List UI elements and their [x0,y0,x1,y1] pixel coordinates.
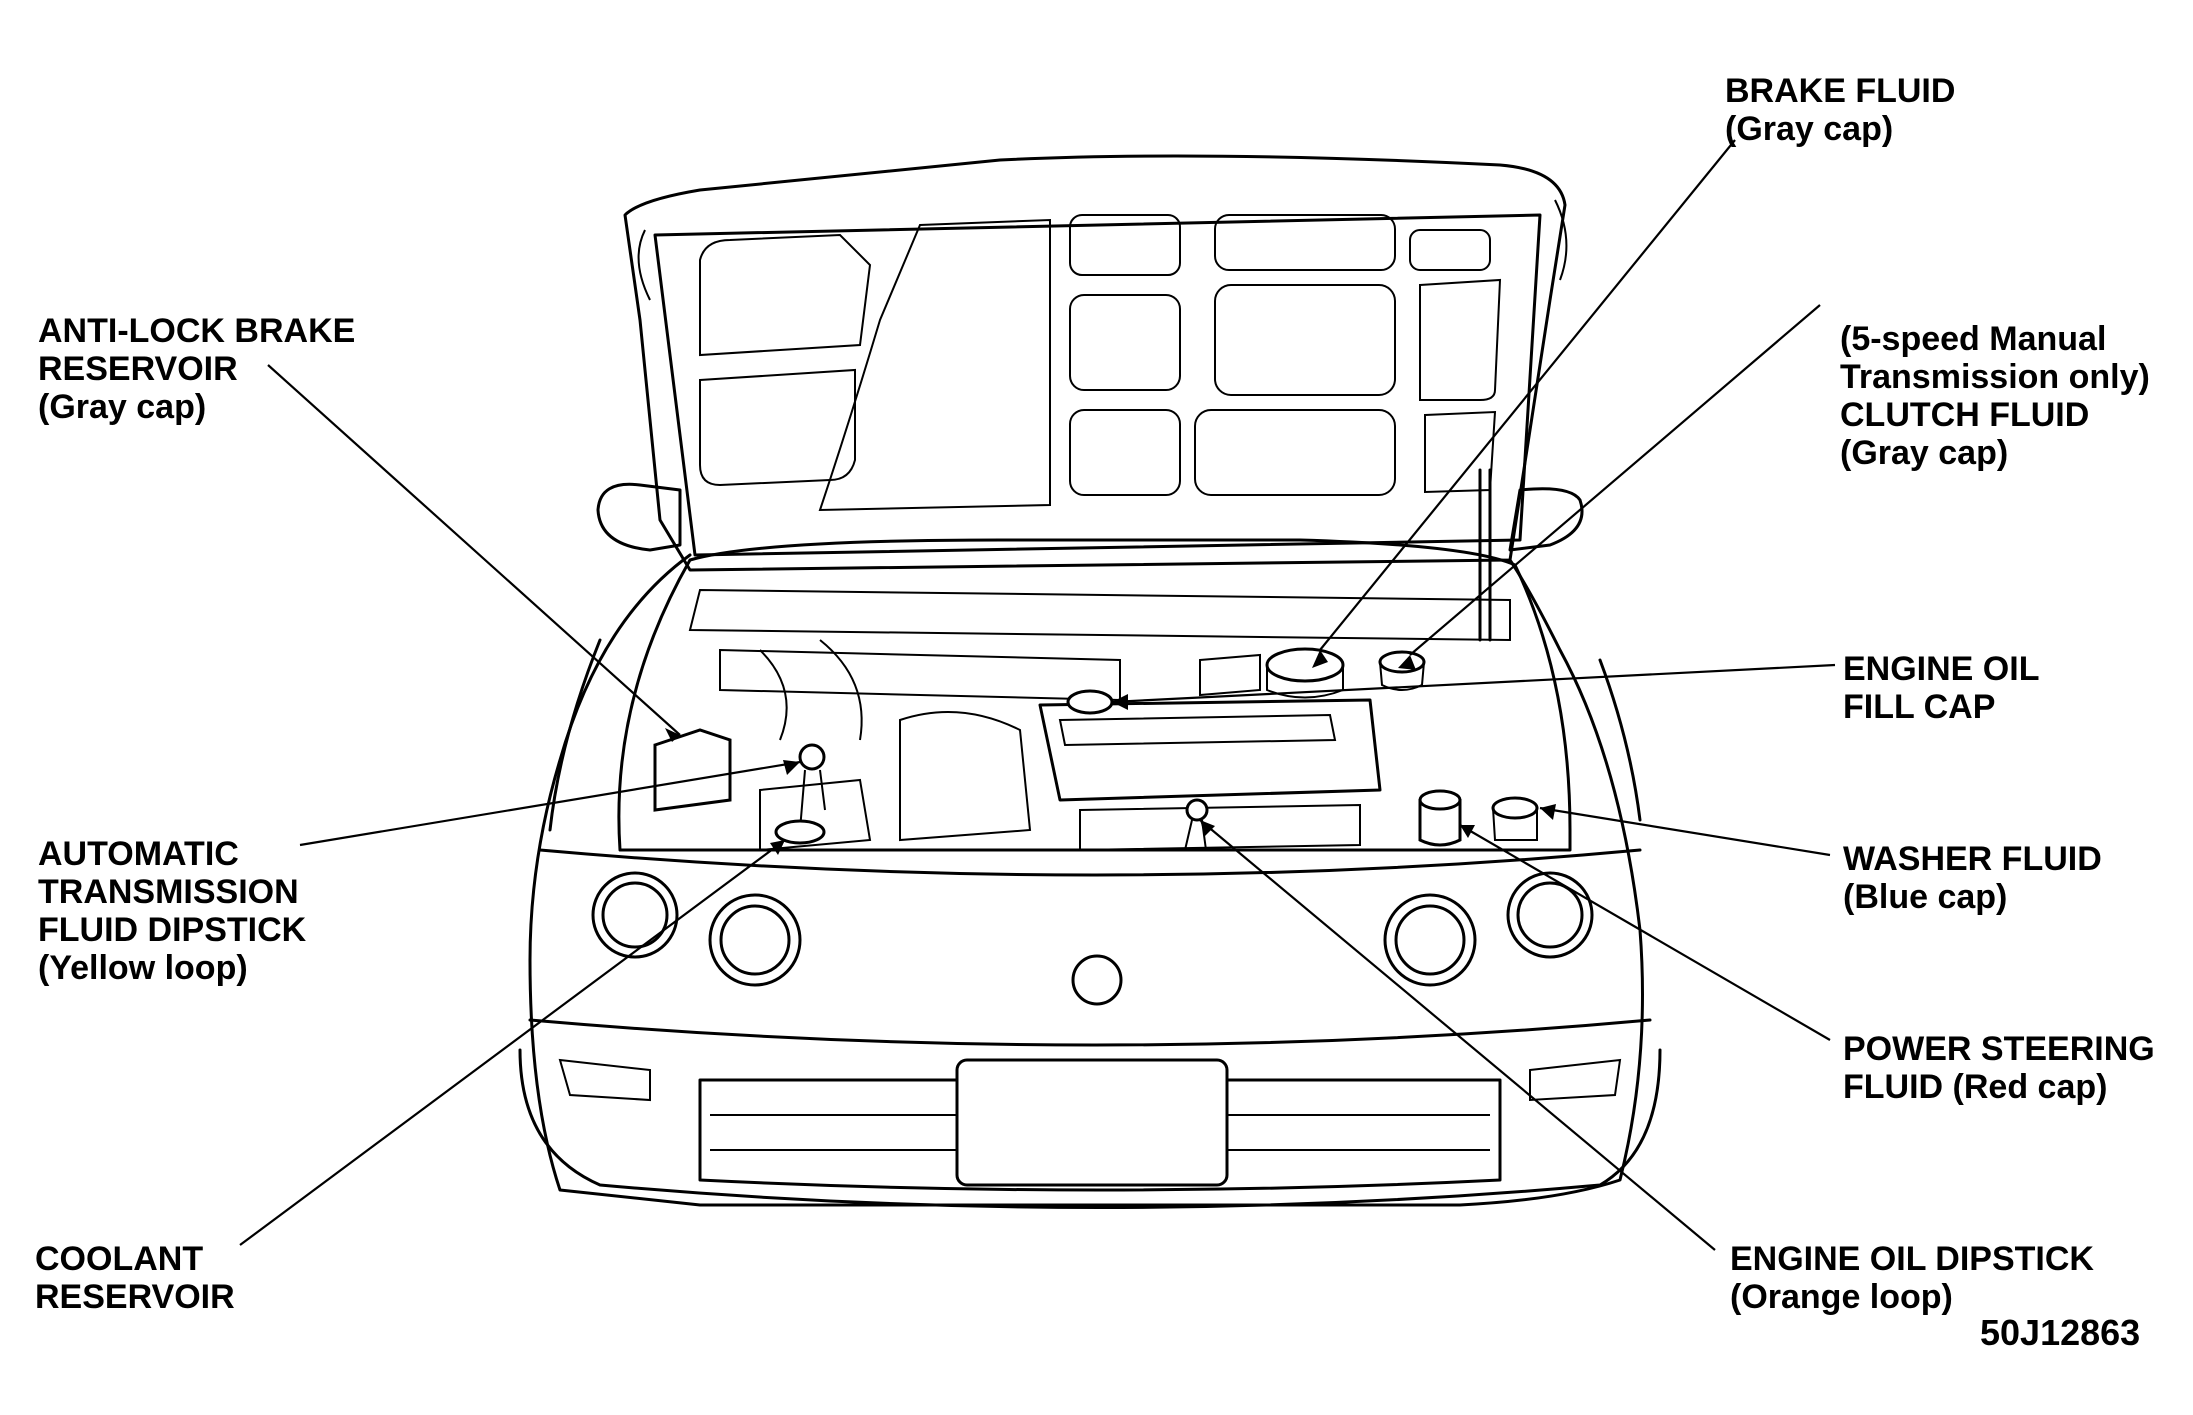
label-power-steering: POWER STEERING FLUID (Red cap) [1843,1030,2155,1106]
coolant-reservoir-cap [774,819,826,845]
right-mirror [1508,487,1584,552]
license-plate [955,1058,1229,1187]
engine-oil-fill-cap [1066,689,1114,715]
washer-fluid-cap [1491,796,1539,820]
engine-cover [1038,698,1382,802]
engine-oil-dipstick-loop [1185,798,1209,822]
hood-panel [1409,229,1491,271]
leader-clutch-fluid [1409,304,1821,656]
left-mirror [596,482,682,552]
hood-panel [1214,284,1396,396]
leader-lines [239,139,1836,1251]
headlight-left-inner [708,893,802,987]
front-fascia [538,848,1642,877]
hood-outline [623,154,1567,572]
label-clutch-fluid: (5-speed Manual Transmission only) CLUTC… [1840,320,2150,472]
label-washer-fluid: WASHER FLUID (Blue cap) [1843,840,2102,916]
hood-panel [1069,214,1181,276]
emblem [1071,954,1123,1006]
label-brake-fluid: BRAKE FLUID (Gray cap) [1725,72,1956,148]
hood-panel [1069,294,1181,391]
headlight-left-outer [591,871,679,959]
body-outline [528,553,1644,1207]
brake-fluid-cap [1265,647,1345,683]
figure-code: 50J12863 [1980,1312,2141,1353]
leader-coolant [239,839,786,1246]
leader-power-steering [1459,824,1831,1041]
leader-brake-fluid [1319,139,1736,651]
bumper [518,1048,1662,1209]
leader-abs [267,364,681,736]
leader-washer [1539,806,1831,857]
hood-panel [1069,409,1181,496]
leader-oil-fill [1111,663,1836,704]
atf-dipstick-loop [798,743,826,771]
headlight-right-outer [1506,871,1594,959]
engine-bay [617,538,1572,852]
headlight-right-inner [1383,893,1477,987]
hood-panel [1419,278,1502,401]
hood-panel [1424,410,1497,494]
leader-oil-dipstick [1199,819,1716,1251]
lower-grille [698,1078,1502,1192]
hood-panel [1214,214,1396,271]
hood-panel [699,368,856,487]
label-engine-oil-dipstick: ENGINE OIL DIPSTICK (Orange loop) [1730,1240,2094,1316]
label-atf-dipstick: AUTOMATIC TRANSMISSION FLUID DIPSTICK (Y… [38,835,307,987]
abs-reservoir [653,728,732,812]
hood-panel [699,233,872,357]
clutch-fluid-cap [1378,650,1426,674]
label-abs-reservoir: ANTI-LOCK BRAKE RESERVOIR (Gray cap) [38,312,356,426]
leader-atf [299,760,801,847]
label-coolant-reservoir: COOLANT RESERVOIR [35,1240,235,1316]
arrowheads [665,650,1556,855]
hood-panel [818,218,1051,512]
hood-panel [1194,409,1396,496]
label-engine-oil-fill-cap: ENGINE OIL FILL CAP [1843,650,2040,726]
